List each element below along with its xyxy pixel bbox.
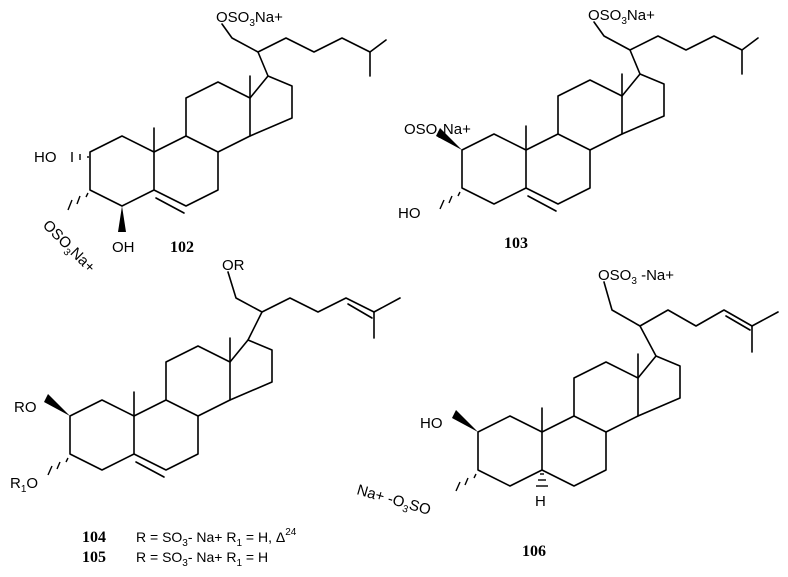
compound-106-ho-label: HO [420, 415, 443, 432]
compound-106-sulfate-label: Na+ -O3SO [354, 482, 433, 522]
compound-104-side-chain-label: OR [222, 257, 245, 274]
compound-102-structure [67, 23, 387, 232]
compound-103-structure [436, 21, 759, 212]
compound-106-side-chain-label: OSO3 -Na+ [598, 267, 674, 287]
compound-103-side-chain-label: OSO3Na+ [588, 7, 655, 27]
compound-105-definition: R = SO3- Na+ R1 = H [136, 549, 268, 569]
compound-104-ro-label: RO [14, 399, 37, 416]
compound-104-structure [44, 271, 401, 478]
compound-103-number: 103 [504, 235, 528, 252]
compound-102-number: 102 [170, 239, 194, 256]
compound-105-number: 105 [82, 549, 106, 566]
compound-103-ho-label: HO [398, 205, 421, 222]
compound-102-oh-label: OH [112, 239, 135, 256]
compound-102-sulfate-label: OSO3Na+ [37, 217, 99, 279]
compound-103-sulfate-label: OSO3Na+ [404, 121, 471, 141]
compound-104-r1o-label: R1O [10, 475, 38, 495]
compound-102-ho-label: HO [34, 149, 57, 166]
compound-106-h-label: H [535, 493, 546, 510]
compound-104-number: 104 [82, 529, 106, 546]
compound-104-definition: R = SO3- Na+ R1 = H, Δ24 [136, 527, 297, 549]
compound-106-number: 106 [522, 543, 546, 560]
compound-102-side-chain-label: OSO3Na+ [216, 9, 283, 29]
compound-106-structure [452, 281, 779, 492]
